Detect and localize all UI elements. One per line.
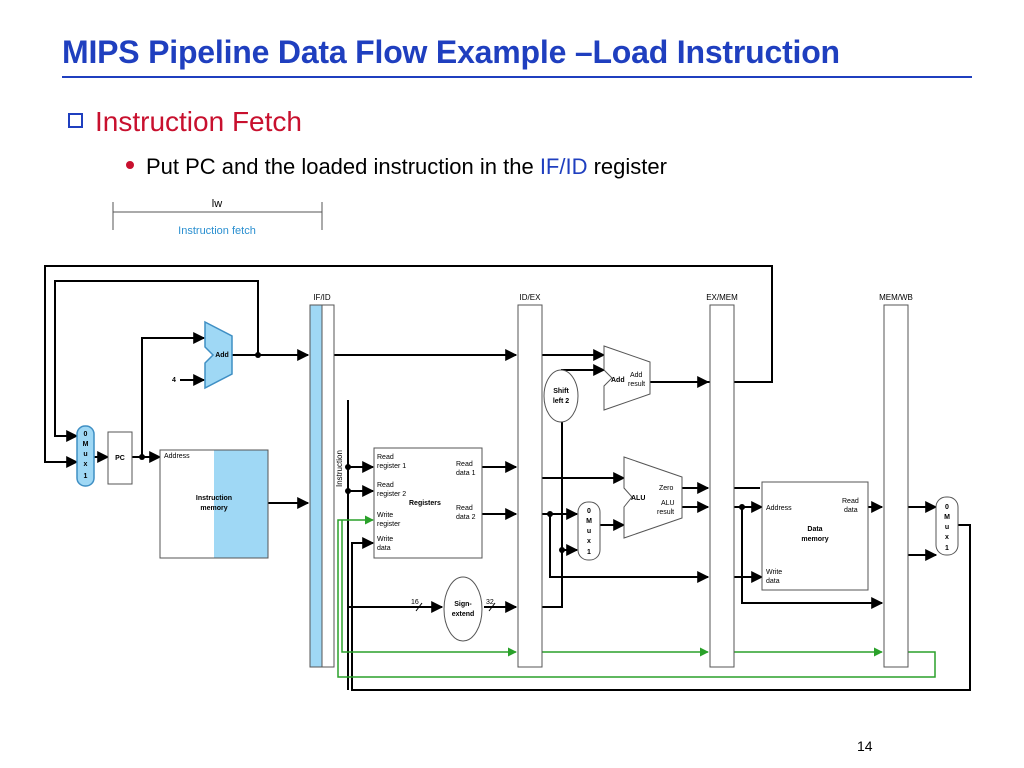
svg-text:x: x <box>587 538 591 545</box>
svg-text:Read: Read <box>842 498 859 505</box>
data-memory: Address Read data Write data Data memory <box>761 481 869 591</box>
slide-title: MIPS Pipeline Data Flow Example –Load In… <box>62 34 840 70</box>
svg-text:M: M <box>944 514 950 521</box>
svg-text:Data: Data <box>807 526 822 533</box>
svg-text:extend: extend <box>452 611 475 618</box>
svg-text:Read: Read <box>377 454 394 461</box>
svg-text:1: 1 <box>945 545 949 552</box>
svg-text:1: 1 <box>84 473 88 480</box>
branch-adder: Add Add result <box>603 345 651 411</box>
svg-text:u: u <box>83 451 87 458</box>
svg-text:Add: Add <box>630 372 643 379</box>
mem-wb-label: MEM/WB <box>879 293 913 302</box>
shift-left-2: Shift left 2 <box>543 369 579 423</box>
svg-text:0: 0 <box>945 504 949 511</box>
id-ex-label: ID/EX <box>520 293 542 302</box>
svg-text:Add: Add <box>215 352 229 359</box>
svg-text:0: 0 <box>84 431 88 438</box>
svg-text:Instruction: Instruction <box>196 495 232 502</box>
svg-text:data 2: data 2 <box>456 514 476 521</box>
svg-text:result: result <box>657 509 674 516</box>
svg-text:Zero: Zero <box>659 485 674 492</box>
stage-label: Instruction fetch <box>178 225 256 237</box>
pipeline-register-id-ex: ID/EX <box>517 293 543 668</box>
svg-text:data: data <box>766 578 780 585</box>
svg-text:M: M <box>83 441 89 448</box>
svg-text:Add: Add <box>611 377 625 384</box>
svg-text:memory: memory <box>801 536 828 543</box>
register-file: Read register 1 Read register 2 Write re… <box>373 447 483 559</box>
svg-text:register 2: register 2 <box>377 491 406 498</box>
bullet2-text-after: register <box>587 154 667 179</box>
svg-text:data: data <box>844 507 858 514</box>
svg-text:data 1: data 1 <box>456 470 476 477</box>
pc-adder: Add <box>204 320 233 390</box>
svg-text:0: 0 <box>587 508 591 515</box>
svg-text:Read: Read <box>456 505 473 512</box>
stage-instruction: lw <box>212 198 222 210</box>
pipeline-register-if-id: IF/ID <box>309 293 335 668</box>
alu: ALU Zero ALU result <box>623 456 683 539</box>
sign-extend-unit: Sign- extend 16 32 <box>411 576 496 642</box>
svg-text:Write: Write <box>377 512 393 519</box>
pc-source-mux: 0 M u x 1 <box>76 425 95 487</box>
svg-text:result: result <box>628 381 645 388</box>
svg-text:Read: Read <box>377 482 394 489</box>
constant-four: 4 <box>172 377 176 384</box>
write-register-path <box>337 515 936 678</box>
if-id-label: IF/ID <box>313 293 331 302</box>
junction-dots <box>139 352 745 553</box>
svg-text:PC: PC <box>115 455 125 462</box>
bullet2-highlight: IF/ID <box>539 154 588 179</box>
width-in-label: 16 <box>411 599 419 606</box>
svg-text:M: M <box>586 518 592 525</box>
svg-text:Write: Write <box>766 569 782 576</box>
page-number: 14 <box>857 738 873 754</box>
dot-bullet-icon <box>126 161 134 170</box>
svg-text:1: 1 <box>587 549 591 556</box>
bullet-instruction-fetch: Instruction Fetch <box>68 106 302 138</box>
svg-text:x: x <box>945 534 949 541</box>
svg-text:Write: Write <box>377 536 393 543</box>
svg-text:data: data <box>377 545 391 552</box>
bullet1-text: Instruction Fetch <box>95 106 302 137</box>
square-bullet-icon <box>68 113 83 129</box>
instruction-memory: Address Instruction memory <box>159 449 269 559</box>
if-id-instruction-label: Instruction <box>335 450 344 487</box>
pipeline-register-ex-mem: EX/MEM <box>706 293 738 668</box>
svg-text:ALU: ALU <box>661 500 675 507</box>
pipeline-register-mem-wb: MEM/WB <box>879 293 913 668</box>
alu-src-mux: 0 M u x 1 <box>577 501 601 561</box>
svg-text:memory: memory <box>200 505 227 512</box>
ex-mem-label: EX/MEM <box>706 293 738 302</box>
svg-text:Sign-: Sign- <box>454 601 472 608</box>
datapath-wires <box>44 265 971 691</box>
svg-text:u: u <box>587 528 591 535</box>
svg-text:Address: Address <box>164 453 190 460</box>
title-underline <box>62 76 972 78</box>
bullet2-text-before: Put PC and the loaded instruction in the <box>146 154 540 179</box>
width-out-label: 32 <box>486 599 494 606</box>
stage-bracket: lw Instruction fetch <box>112 198 323 237</box>
svg-text:Registers: Registers <box>409 500 441 507</box>
program-counter: PC <box>107 431 133 485</box>
svg-text:left 2: left 2 <box>553 398 569 405</box>
svg-text:Read: Read <box>456 461 473 468</box>
svg-text:Shift: Shift <box>553 388 569 395</box>
svg-text:ALU: ALU <box>631 495 645 502</box>
svg-text:register 1: register 1 <box>377 463 406 470</box>
sub-bullet: Put PC and the loaded instruction in the… <box>126 154 667 180</box>
mem-to-reg-mux: 0 M u x 1 <box>935 496 959 556</box>
svg-text:x: x <box>84 461 88 468</box>
svg-text:Address: Address <box>766 505 792 512</box>
svg-text:register: register <box>377 521 401 528</box>
svg-text:u: u <box>945 524 949 531</box>
